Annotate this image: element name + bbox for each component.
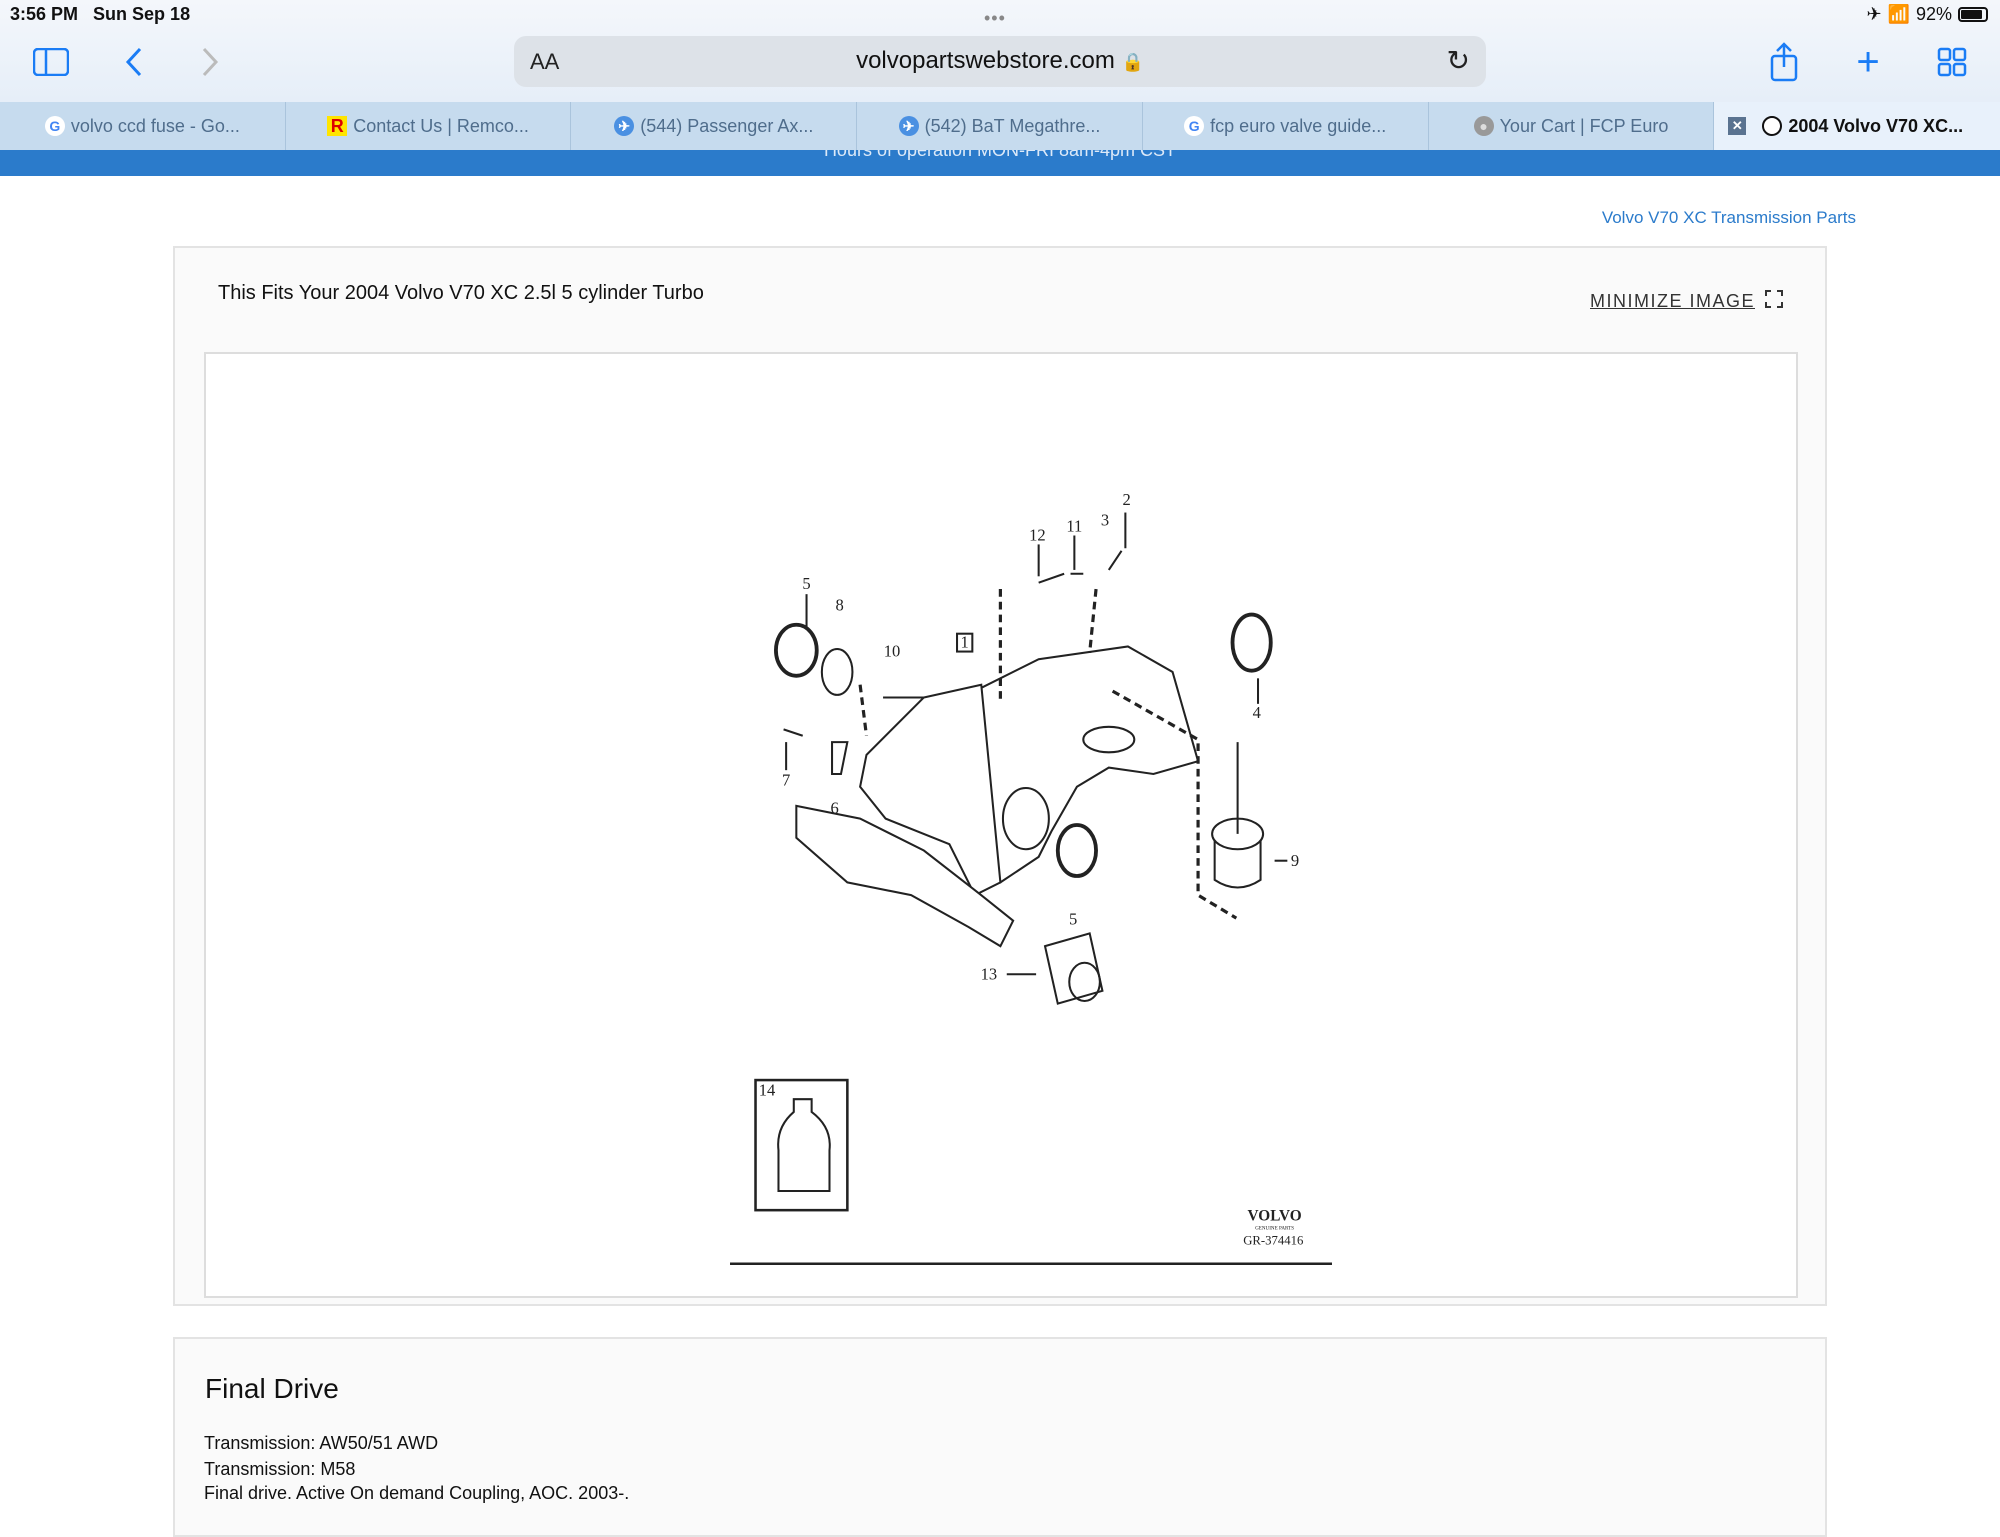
tab-label: Contact Us | Remco... [353,115,529,136]
tab-7-active[interactable]: ✕ 2004 Volvo V70 XC... [1714,102,2000,150]
callout-6: 6 [830,799,838,818]
suspension-arm [795,804,1015,948]
date: Sun Sep 18 [93,4,191,24]
volvo-logo-sub: GENUINE PARTS [1255,1225,1294,1231]
fcp-euro-icon: ● [1473,116,1494,136]
multitasking-dots-icon[interactable]: ••• [984,8,1006,28]
seal-5-lower [1055,823,1098,878]
callout-5: 5 [802,574,810,593]
status-icons: ✈ 📶 92% [1866,4,1988,25]
back-icon[interactable] [114,42,154,82]
callout-9: 9 [1291,851,1299,870]
sidebar-toggle-icon[interactable] [31,42,71,82]
expand-icon [1765,290,1783,313]
callout-7: 7 [782,770,790,789]
callout-11: 11 [1066,517,1082,536]
tab-4[interactable]: ✈(542) BaT Megathre... [857,102,1143,150]
minimize-label: MINIMIZE IMAGE [1590,291,1755,311]
section-line: Final drive. Active On demand Coupling, … [204,1483,630,1503]
battery-percent: 92% [1915,4,1952,24]
address-bar[interactable]: AA volvopartswebstore.com 🔒 ↻ [514,36,1486,87]
forward-icon[interactable] [190,42,230,82]
google-icon: G [1184,116,1205,136]
volvo-logo: VOLVO [1248,1207,1302,1224]
diagram-frame: 2 12 11 3 5 8 10 1 4 7 6 9 5 13 14 VOLVO… [204,352,1798,1298]
remco-icon: R [327,116,348,136]
callout-12: 12 [1029,526,1046,545]
oil-bottle-box [754,1078,849,1212]
tab-3[interactable]: ✈(544) Passenger Ax... [571,102,858,150]
section-line: Transmission: AW50/51 AWD [204,1433,439,1453]
banner-text: Hours of operation MON-FRI 8am-4pm CST [823,150,1177,160]
callout-4: 4 [1253,703,1262,722]
tab-label: fcp euro valve guide... [1210,115,1387,136]
share-icon[interactable] [1764,42,1804,82]
diagram-code: GR-374416 [1243,1234,1303,1248]
lock-icon: 🔒 [1121,52,1144,72]
transmission-parts-link[interactable]: Volvo V70 XC Transmission Parts [1601,208,1856,227]
reload-icon[interactable]: ↻ [1446,45,1470,76]
callout-2: 2 [1123,490,1131,509]
text-size-button[interactable]: AA [530,49,560,74]
forum-icon: ✈ [614,116,635,136]
callout-10: 10 [884,642,901,661]
tab-6[interactable]: ●Your Cart | FCP Euro [1429,102,1715,150]
google-icon: G [44,116,65,136]
final-drive-housing [967,645,1200,884]
callout-14: 14 [759,1080,776,1099]
diagram-card: This Fits Your 2004 Volvo V70 XC 2.5l 5 … [173,246,1827,1306]
section-line: Transmission: M58 [204,1459,356,1479]
tab-label: (544) Passenger Ax... [640,115,814,136]
volvo-icon [1762,116,1783,136]
oil-bottle [777,1098,831,1193]
battery-icon [1958,7,1988,22]
seal-5-left [774,622,819,678]
minimize-image-button[interactable]: MINIMIZE IMAGE [1590,290,1783,313]
airplane-icon: ✈ [1866,4,1882,24]
tab-label: (542) BaT Megathre... [924,115,1101,136]
callout-13: 13 [981,964,998,983]
final-drive-card: Final Drive Transmission: AW50/51 AWD Tr… [173,1337,1827,1537]
hours-banner: Hours of operation MON-FRI 8am-4pm CST [0,150,2000,176]
callout-8: 8 [836,596,844,615]
callout-5b: 5 [1069,909,1077,928]
fitment-text: This Fits Your 2004 Volvo V70 XC 2.5l 5 … [218,282,704,304]
close-tab-icon[interactable]: ✕ [1728,117,1747,135]
parts-diagram[interactable]: 2 12 11 3 5 8 10 1 4 7 6 9 5 13 14 VOLVO… [730,385,1332,1265]
tab-label: volvo ccd fuse - Go... [70,115,240,136]
callout-1: 1 [961,633,969,652]
section-title: Final Drive [205,1373,339,1404]
new-tab-icon[interactable]: + [1856,39,1880,84]
wifi-icon: 📶 [1887,4,1910,24]
o-ring-8 [820,647,854,696]
tab-label: 2004 Volvo V70 XC... [1788,115,1964,136]
forum-icon: ✈ [898,116,919,136]
time: 3:56 PM [10,4,79,24]
url: volvopartswebstore.com [856,47,1115,74]
status-time: 3:56 PM Sun Sep 18 [10,4,190,25]
callout-3: 3 [1101,510,1109,529]
tab-overview-icon[interactable] [1932,42,1972,82]
seal-4 [1230,612,1273,673]
housing-body [859,683,1002,897]
url-text[interactable]: volvopartswebstore.com 🔒 [514,47,1486,75]
tab-label: Your Cart | FCP Euro [1499,115,1669,136]
